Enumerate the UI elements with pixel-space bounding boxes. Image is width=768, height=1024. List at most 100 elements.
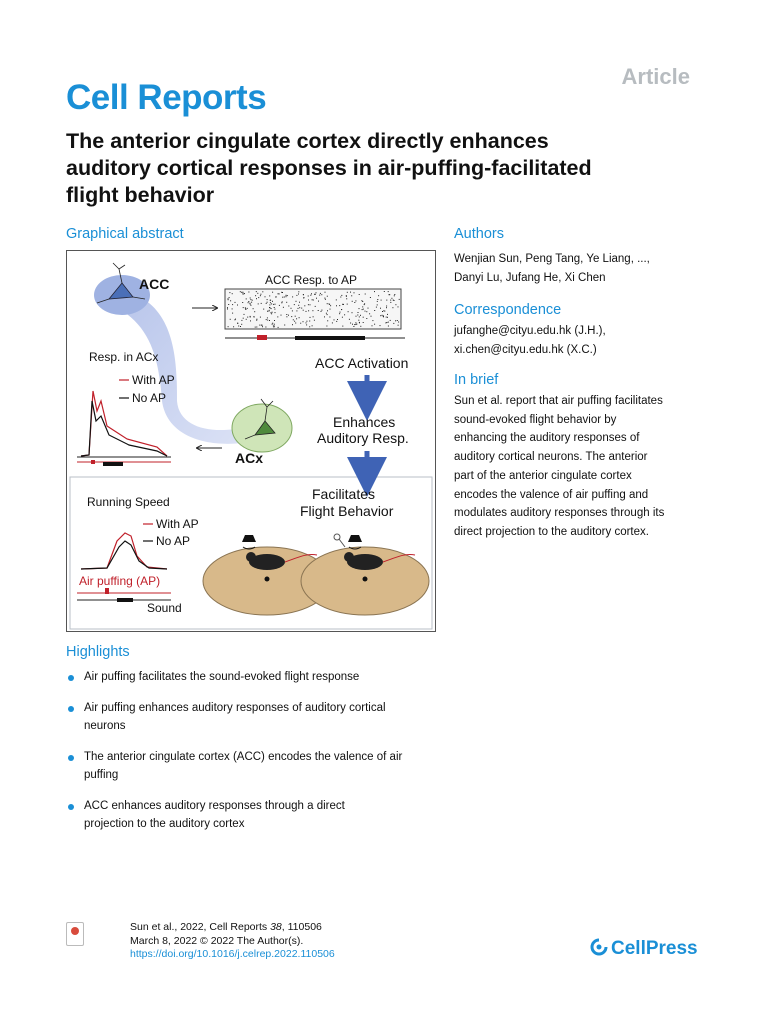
- raster-spike: [309, 316, 311, 318]
- raster-spike: [309, 320, 311, 322]
- cellpress-logo[interactable]: CellPress: [590, 938, 698, 960]
- raster-spike: [346, 303, 348, 305]
- raster-spike: [383, 291, 385, 292]
- raster-spike: [255, 291, 257, 293]
- raster-spike: [228, 304, 230, 305]
- raster-spike: [260, 302, 262, 304]
- raster-spike: [249, 315, 251, 317]
- with-ap-2-label: With AP: [156, 517, 199, 531]
- bullet-icon: [68, 705, 74, 712]
- raster-spike: [327, 320, 329, 322]
- raster-spike: [382, 311, 383, 312]
- raster-spike: [228, 297, 230, 299]
- raster-spike: [243, 313, 245, 315]
- raster-spike: [325, 312, 327, 314]
- raster-spike: [387, 321, 389, 323]
- raster-spike: [396, 320, 398, 321]
- raster-spike: [277, 326, 279, 328]
- raster-spike: [271, 303, 273, 305]
- raster-spike: [387, 325, 389, 327]
- raster-spike: [383, 316, 384, 318]
- enhances-label: Enhances: [333, 414, 395, 430]
- date-line: March 8, 2022 © 2022 The Author(s).: [130, 934, 304, 947]
- authors-list: Wenjian Sun, Peng Tang, Ye Liang, ..., D…: [454, 250, 650, 287]
- raster-spike: [247, 302, 249, 304]
- raster-spike: [376, 304, 378, 306]
- raster-spike: [387, 291, 389, 293]
- highlight-line: Air puffing facilitates the sound-evoked…: [84, 671, 360, 683]
- raster-spike: [344, 314, 346, 316]
- raster-spike: [371, 325, 373, 327]
- raster-spike: [387, 313, 388, 315]
- raster-spike: [350, 291, 351, 293]
- facilitates-label: Facilitates: [312, 486, 375, 502]
- raster-spike: [273, 303, 275, 305]
- air-puffing-label: Air puffing (AP): [79, 574, 160, 588]
- check-for-updates-icon[interactable]: [66, 922, 84, 946]
- raster-spike: [309, 326, 311, 328]
- highlight-line: neurons: [84, 720, 126, 732]
- raster-spike: [385, 322, 387, 324]
- raster-spike: [246, 307, 248, 309]
- raster-spike: [268, 310, 270, 312]
- graphical-abstract-figure: ACC ACx ACC Resp. to AP ACC Activation E…: [66, 250, 436, 632]
- raster-spike: [265, 326, 267, 328]
- raster-spike: [329, 308, 331, 310]
- highlight-line: Air puffing enhances auditory responses …: [84, 701, 386, 714]
- raster-spike: [269, 302, 271, 304]
- raster-spike: [383, 310, 385, 312]
- raster-spike: [393, 295, 395, 297]
- raster-spike: [232, 304, 234, 306]
- raster-spike: [357, 312, 359, 313]
- journal-logo[interactable]: Cell Reports: [66, 78, 267, 117]
- acx-sound-marker: [103, 462, 123, 466]
- raster-spike: [291, 310, 293, 312]
- raster-spike: [266, 301, 268, 303]
- raster-spike: [351, 312, 353, 314]
- acc-neuron: [94, 262, 150, 315]
- raster-spike: [385, 316, 387, 318]
- raster-spike: [362, 301, 364, 302]
- raster-spike: [233, 326, 235, 328]
- raster-spike: [320, 310, 322, 312]
- graphical-abstract-svg: ACC ACx ACC Resp. to AP ACC Activation E…: [69, 262, 433, 630]
- raster-sound-marker: [295, 336, 365, 340]
- acx-ap-marker: [91, 460, 95, 464]
- raster-spike: [377, 299, 379, 300]
- acc-acx-projection: [107, 289, 242, 444]
- correspondence-emails: jufanghe@cityu.edu.hk (J.H.), xi.chen@ci…: [454, 322, 606, 359]
- raster-spike: [397, 306, 399, 308]
- doi-link[interactable]: https://doi.org/10.1016/j.celrep.2022.11…: [130, 948, 335, 960]
- raster-spike: [318, 300, 319, 302]
- raster-spike: [229, 318, 231, 320]
- raster-spike: [321, 294, 323, 296]
- auditory-resp-label: Auditory Resp.: [317, 430, 409, 446]
- raster-spike: [339, 313, 341, 315]
- raster-spike: [298, 291, 300, 293]
- raster-spike: [328, 303, 330, 305]
- raster-spike: [330, 305, 332, 307]
- acx-neuron: [231, 398, 293, 453]
- raster-spike: [337, 319, 338, 320]
- email-link[interactable]: jufanghe@cityu.edu.hk (J.H.),: [454, 325, 606, 337]
- in-brief-line: auditory cortical neurons. The anterior: [454, 451, 648, 464]
- publisher-name: CellPress: [611, 938, 698, 959]
- raster-spike: [227, 308, 228, 310]
- raster-spike: [234, 301, 236, 303]
- raster-spike: [262, 291, 264, 293]
- raster-spike: [241, 291, 243, 293]
- email-link[interactable]: xi.chen@cityu.edu.hk (X.C.): [454, 343, 597, 356]
- raster-spike: [250, 320, 251, 322]
- paper-title: The anterior cingulate cortex directly e…: [66, 128, 706, 209]
- raster-spike: [245, 318, 247, 320]
- highlight-line: projection to the auditory cortex: [84, 818, 245, 830]
- raster-spike: [360, 314, 361, 316]
- raster-spike: [393, 300, 395, 301]
- raster-spike: [250, 299, 252, 301]
- raster-spike: [389, 319, 391, 321]
- authors-heading: Authors: [454, 226, 504, 242]
- raster-spike: [351, 295, 353, 297]
- raster-spike: [284, 324, 286, 326]
- speaker-icon-right: [348, 535, 362, 550]
- raster-spike: [300, 322, 302, 324]
